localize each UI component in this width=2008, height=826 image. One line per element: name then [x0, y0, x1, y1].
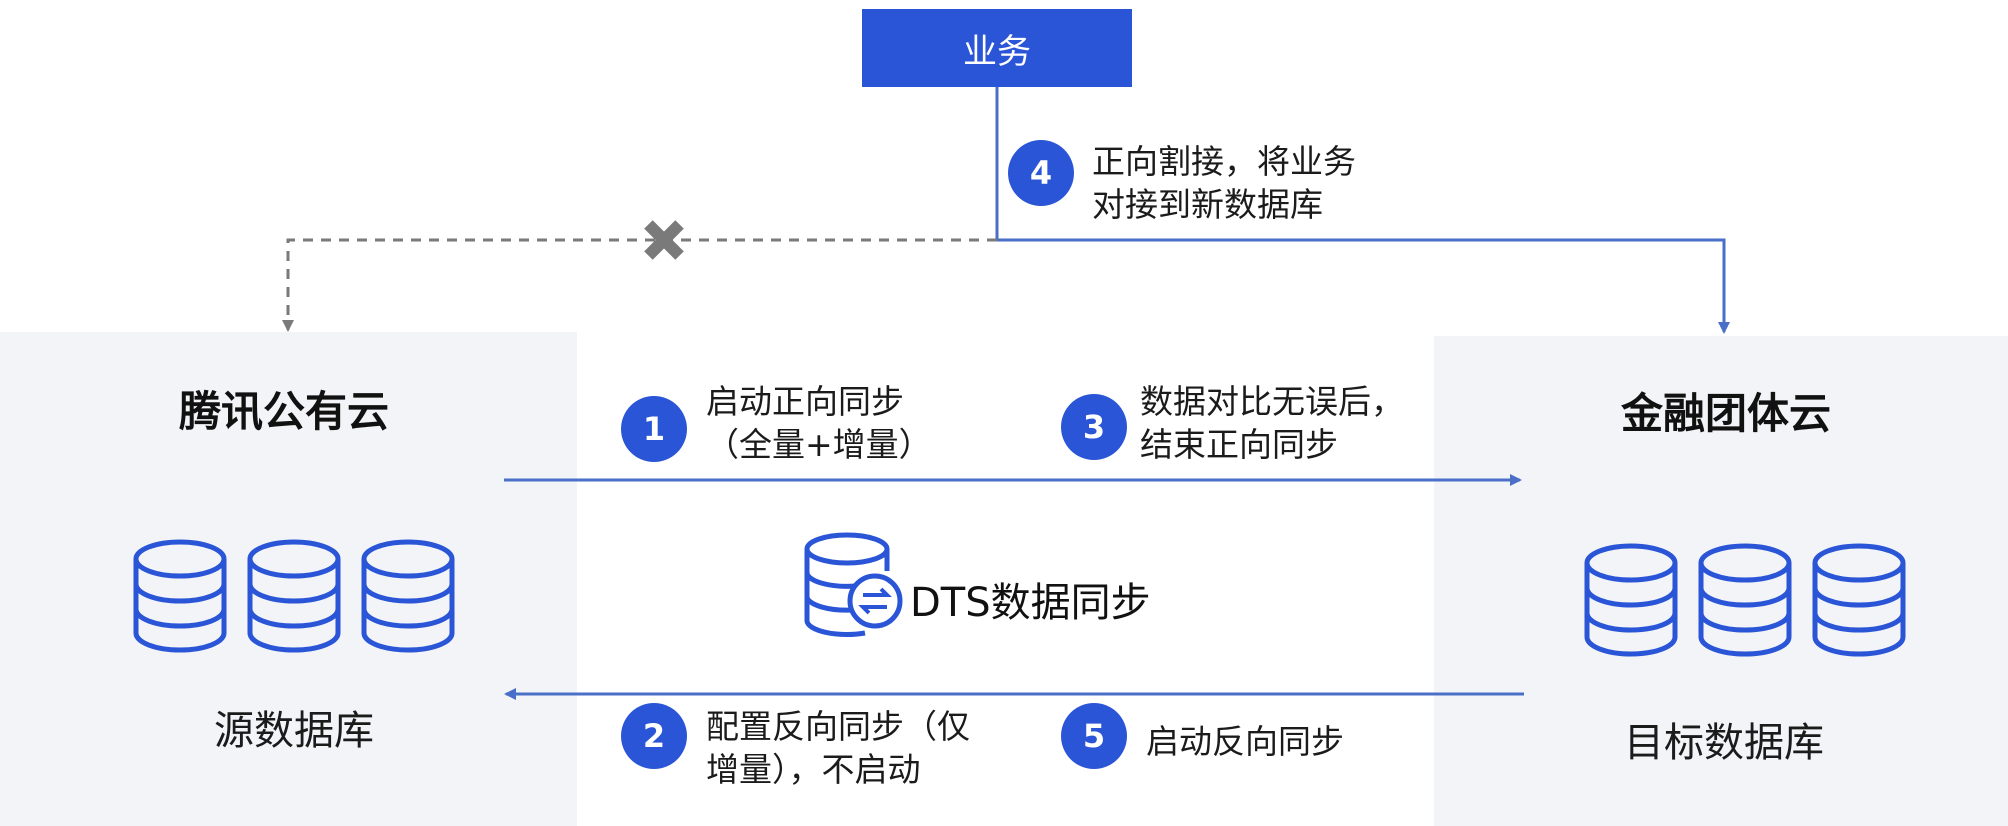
- source-cloud-panel: [0, 332, 577, 826]
- cutover-line: [995, 87, 1730, 334]
- step-5-badge: 5: [1061, 703, 1127, 769]
- database-icon: [247, 539, 341, 653]
- step-2-badge: 2: [621, 703, 687, 769]
- target-db-label: 目标数据库: [1624, 720, 1824, 766]
- database-icon: [1698, 543, 1792, 657]
- step-5-text: 启动反向同步: [1146, 722, 1344, 761]
- database-sync-icon: [804, 532, 903, 637]
- target-cloud-title: 金融团体云: [1620, 389, 1832, 438]
- database-icon: [133, 539, 227, 653]
- database-icon: [1812, 543, 1906, 657]
- source-cloud-title: 腾讯公有云: [178, 387, 390, 436]
- business-label: 业务: [963, 31, 1031, 72]
- source-db-label: 源数据库: [214, 708, 374, 754]
- step-3-text: 数据对比无误后， 结束正向同步: [1140, 382, 1404, 464]
- database-icon: [1584, 543, 1678, 657]
- cross-icon: [644, 220, 684, 260]
- step-1-badge: 1: [621, 396, 687, 462]
- dts-label: DTS数据同步: [910, 580, 1151, 626]
- step-1-text: 启动正向同步 （全量+增量）: [706, 382, 932, 464]
- target-cloud-panel: [1434, 336, 2008, 826]
- step-2-text: 配置反向同步（仅 增量），不启动: [706, 707, 970, 789]
- business-box: 业务: [862, 9, 1132, 87]
- step-4-text: 正向割接，将业务 对接到新数据库: [1092, 142, 1356, 224]
- database-icon: [361, 539, 455, 653]
- step-3-badge: 3: [1061, 394, 1127, 460]
- step-4-badge: 4: [1008, 140, 1074, 206]
- old-business-line: [282, 238, 997, 332]
